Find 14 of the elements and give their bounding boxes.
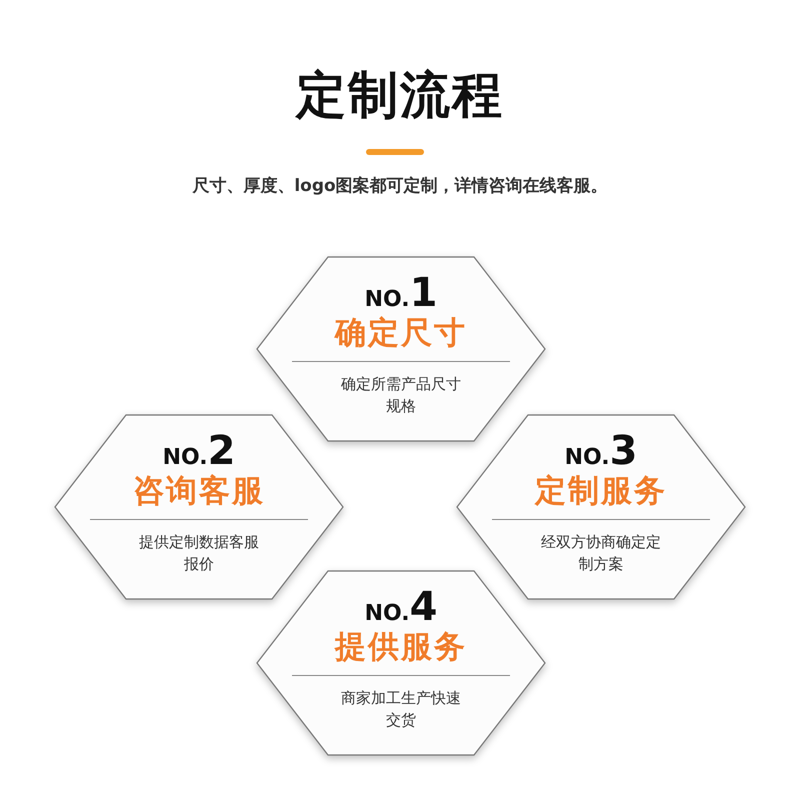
step-description: 确定所需产品尺寸规格 xyxy=(340,374,462,417)
step-number: NO.1 xyxy=(364,270,438,316)
step-number: NO.2 xyxy=(162,428,236,474)
step-title: 确定尺寸 xyxy=(333,314,468,353)
title: 定制流程 xyxy=(294,65,505,126)
step-number: NO.3 xyxy=(564,428,638,474)
step-title: 提供服务 xyxy=(333,628,468,667)
subtitle: 尺寸、厚度、logo图案都可定制，详情咨询在线客服。 xyxy=(191,175,609,197)
step-number: NO.4 xyxy=(364,584,438,630)
step-description: 经双方协商确定定制方案 xyxy=(540,532,662,575)
step-description: 提供定制数据客服报价 xyxy=(138,532,260,575)
step-title: 定制服务 xyxy=(534,472,668,511)
step-title: 咨询客服 xyxy=(132,472,266,511)
step-description: 商家加工生产快速交货 xyxy=(340,688,462,731)
